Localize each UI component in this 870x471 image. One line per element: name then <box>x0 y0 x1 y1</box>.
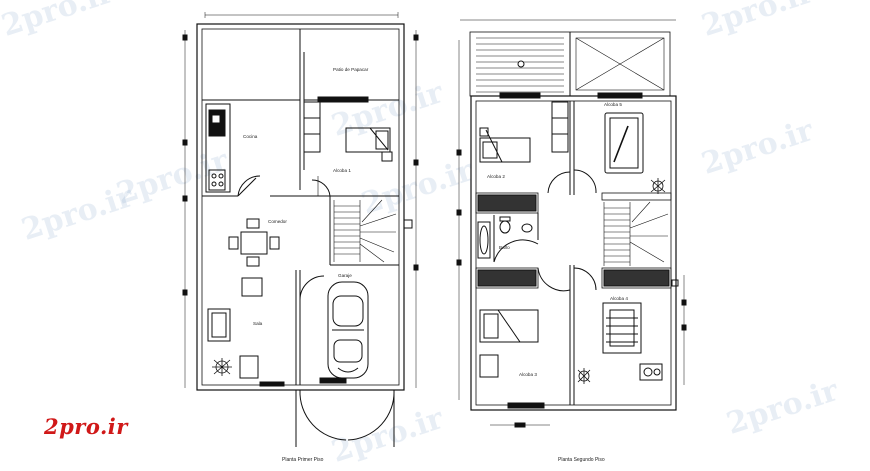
room-label-dining: Comedor <box>268 219 287 224</box>
room-label-bedroom4: Alcoba 4 <box>610 296 628 301</box>
room-label-kitchen: Cocina <box>243 134 258 139</box>
room-label-living: Sala <box>253 321 263 326</box>
site-logo: 2pro.ir <box>44 414 128 439</box>
room-label-bedroom3: Alcoba 3 <box>519 372 537 377</box>
plan-left <box>182 12 419 447</box>
room-label-bedroom2: Alcoba 2 <box>487 174 505 179</box>
plan-right-title: Planta Segundo Piso <box>558 457 605 463</box>
plan-right <box>456 19 687 428</box>
room-label-bedroom1: Alcoba 1 <box>333 168 351 173</box>
room-label-bedroom5: Alcoba 5 <box>604 102 622 107</box>
plan-left-title: Planta Primer Piso <box>282 457 324 463</box>
room-label-porch: Patio de Papacar <box>333 67 369 72</box>
room-label-garage: Garaje <box>338 273 352 278</box>
room-label-bath: Baño <box>499 245 510 250</box>
